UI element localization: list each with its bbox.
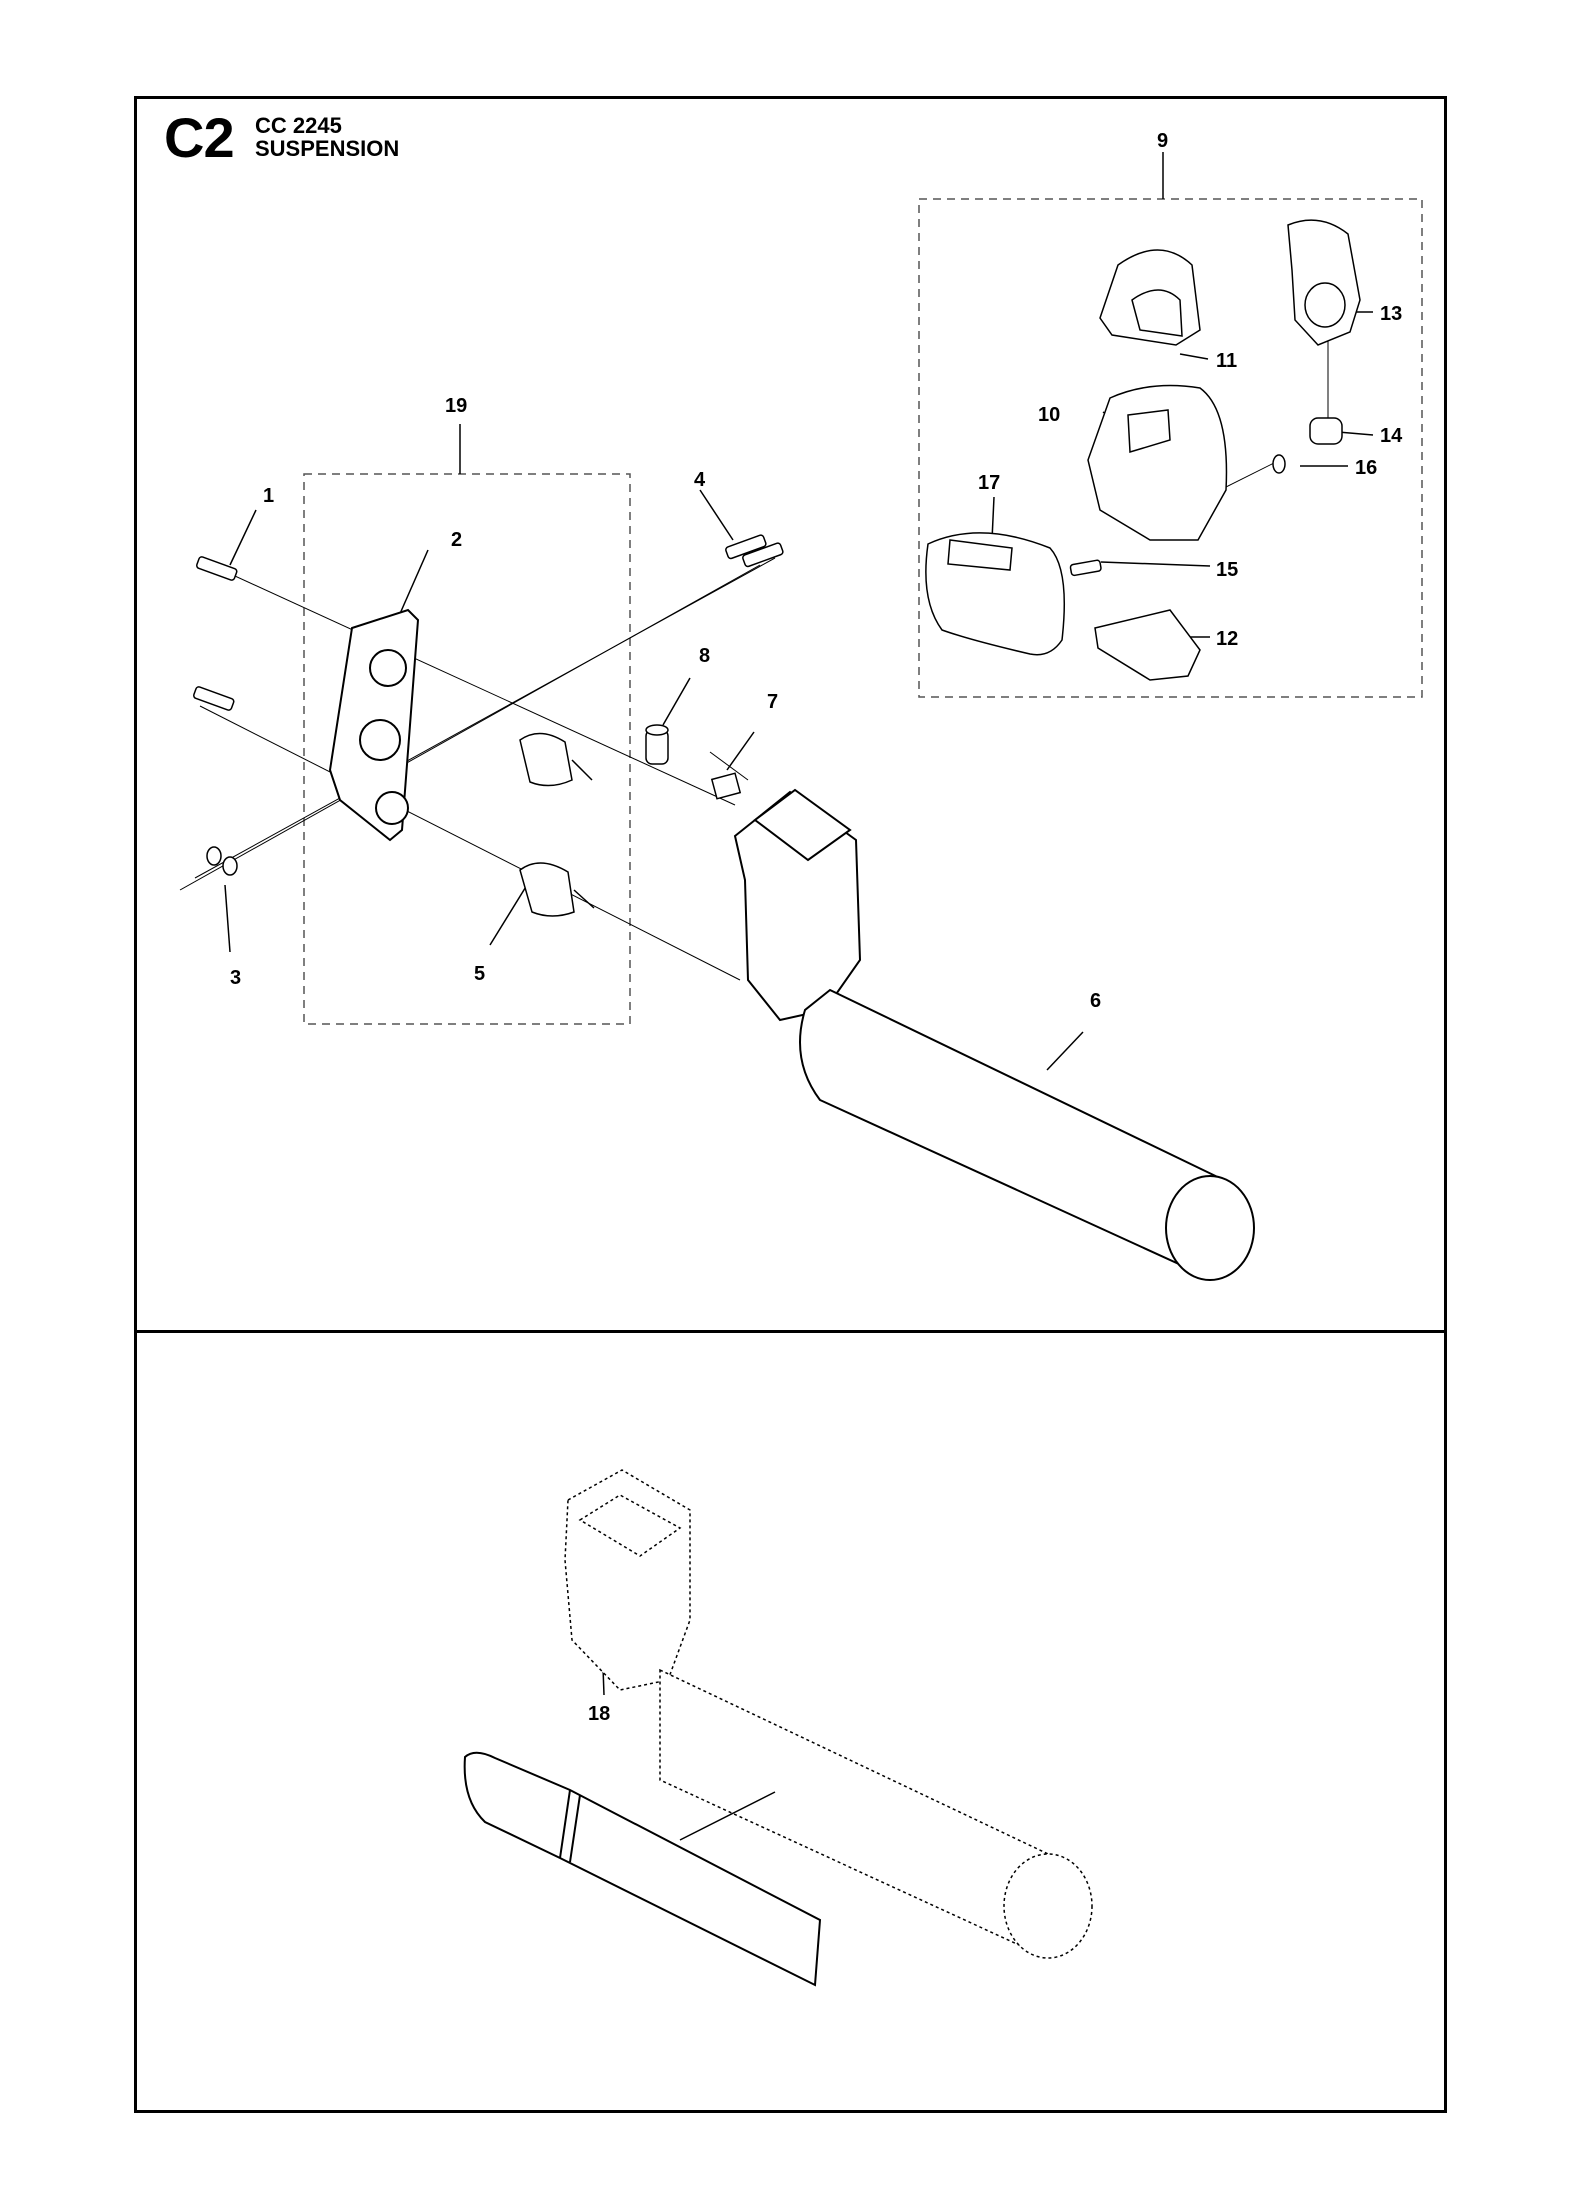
callout-17: 17 bbox=[978, 472, 1000, 494]
group-box-19 bbox=[303, 473, 631, 1025]
callout-10: 10 bbox=[1038, 404, 1060, 426]
handle-grip-part bbox=[463, 1751, 822, 1987]
callout-2: 2 bbox=[451, 529, 462, 551]
spacer-part bbox=[645, 724, 669, 765]
nut-parts bbox=[206, 846, 238, 876]
callout-9: 9 bbox=[1157, 130, 1168, 152]
callout-16: 16 bbox=[1355, 457, 1377, 479]
section-code: C2 bbox=[164, 106, 235, 169]
diagram-frame bbox=[134, 96, 1447, 2113]
nut-plate-part bbox=[710, 772, 742, 800]
callout-3: 3 bbox=[230, 967, 241, 989]
panel-divider bbox=[134, 1330, 1447, 1333]
callout-13: 13 bbox=[1380, 303, 1402, 325]
screw-parts bbox=[192, 534, 784, 711]
bracket-part bbox=[328, 608, 420, 842]
callout-19: 19 bbox=[445, 395, 467, 417]
callout-11: 11 bbox=[1216, 350, 1237, 372]
callout-labels: 1 2 3 4 5 6 7 8 9 10 11 12 13 14 15 16 1… bbox=[230, 130, 1403, 1725]
section-title: SUSPENSION bbox=[255, 136, 400, 162]
grip-leader bbox=[679, 1791, 776, 1841]
section-heading: CC 2245 SUSPENSION bbox=[255, 114, 399, 160]
throttle-assembly-parts bbox=[925, 219, 1361, 681]
callout-18: 18 bbox=[588, 1703, 610, 1725]
leader-lines bbox=[224, 152, 1374, 1696]
group-box-9 bbox=[918, 198, 1423, 698]
spring-parts bbox=[519, 732, 595, 917]
callout-14: 14 bbox=[1380, 425, 1403, 447]
callout-1: 1 bbox=[263, 485, 274, 507]
callout-6: 6 bbox=[1090, 990, 1101, 1012]
callout-15: 15 bbox=[1216, 559, 1238, 581]
handle-outline-reference bbox=[564, 1469, 1093, 1959]
callout-5: 5 bbox=[474, 963, 485, 985]
callout-12: 12 bbox=[1216, 628, 1238, 650]
handle-tube-part bbox=[733, 788, 1255, 1281]
callout-4: 4 bbox=[694, 469, 706, 491]
model-number: CC 2245 bbox=[255, 113, 342, 138]
callout-8: 8 bbox=[699, 645, 710, 667]
callout-7: 7 bbox=[767, 691, 778, 713]
assembly-lines bbox=[179, 316, 1329, 981]
